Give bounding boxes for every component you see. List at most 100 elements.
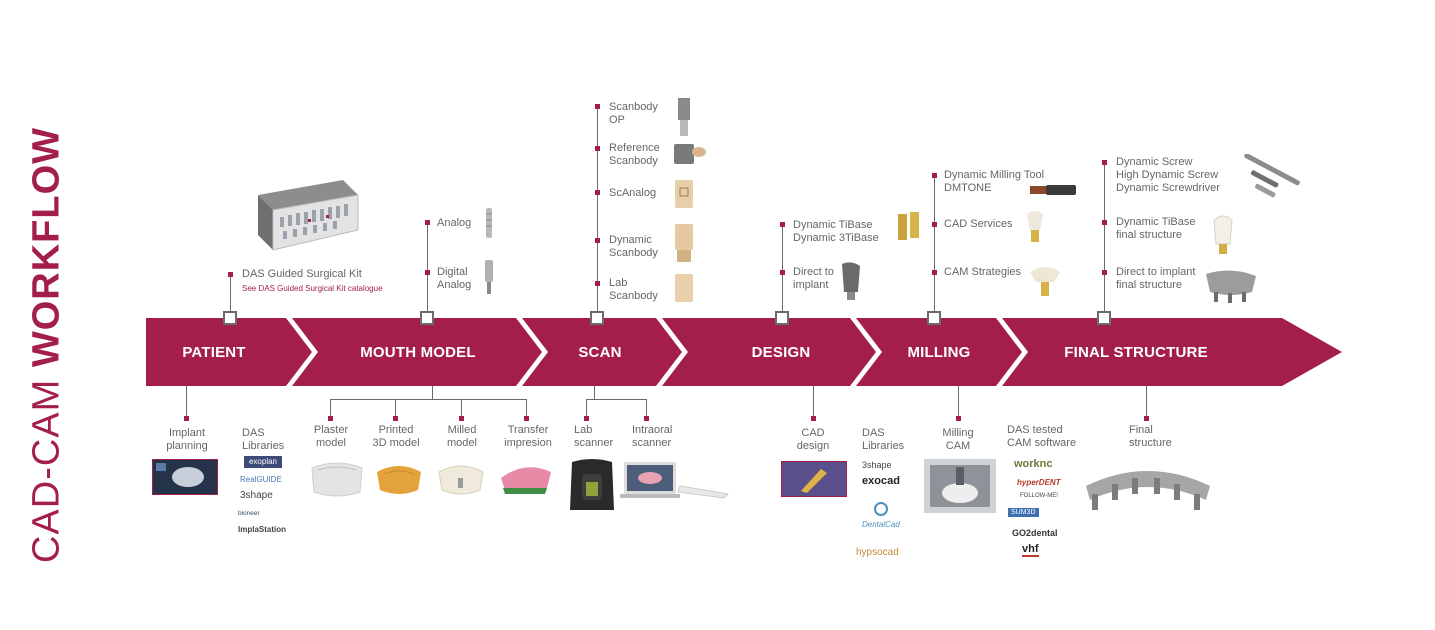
connector-dot — [595, 281, 600, 286]
connector-square — [420, 311, 434, 325]
lab-scanner-image — [570, 459, 614, 510]
connector-line — [461, 399, 462, 418]
stage-design-shape — [742, 318, 876, 386]
connector-dot — [524, 416, 529, 421]
connector-line — [395, 399, 396, 418]
stage-final-shape — [1002, 318, 1342, 386]
connector-line — [1104, 162, 1105, 318]
connector-dot — [932, 270, 937, 275]
plaster-model-image — [311, 462, 363, 497]
tibase-icon — [898, 212, 919, 240]
connector-dot — [184, 416, 189, 421]
surgical-kit-image — [258, 180, 359, 251]
connector-dot — [393, 416, 398, 421]
stage-patient-shape — [146, 318, 312, 386]
dynamic-scanbody-icon — [675, 224, 693, 262]
milled-model-image — [438, 465, 484, 495]
digital-analog-label: Digital Analog — [437, 266, 472, 291]
connector-line — [646, 399, 647, 418]
bioneer-logo: bioneer — [238, 510, 260, 517]
plaster-model-label: Plaster model — [313, 424, 349, 449]
connector-line — [597, 106, 598, 318]
cam-strategies-icon — [1030, 267, 1060, 296]
hypsocad-logo: hypsocad — [856, 547, 899, 558]
connector-line — [432, 386, 433, 399]
cam-software-label: DAS tested CAM software — [1007, 424, 1077, 449]
worknc-logo: worknc — [1014, 458, 1053, 470]
planning-screen-image — [152, 459, 218, 495]
stage-label-final-structure: FINAL STRUCTURE — [1064, 344, 1208, 361]
connector-dot — [328, 416, 333, 421]
connector-dot — [1102, 220, 1107, 225]
connector-dot — [932, 222, 937, 227]
stage-label-patient: PATIENT — [182, 344, 246, 361]
dentalcad-logo: DentalCad — [862, 520, 900, 529]
digital-analog-icon — [485, 260, 493, 294]
follow-me-logo: FOLLOW-ME! — [1020, 493, 1058, 499]
printed-model-label: Printed 3D model — [372, 424, 420, 449]
connector-line — [813, 386, 814, 418]
scanalog-icon — [675, 180, 693, 208]
tibase-label: Dynamic TiBase Dynamic 3TiBase — [793, 219, 879, 244]
connector-square — [927, 311, 941, 325]
connector-dot — [956, 416, 961, 421]
printed-model-image — [377, 466, 421, 494]
connector-branch — [330, 399, 526, 400]
connector-line — [594, 386, 595, 399]
connector-dot — [1102, 160, 1107, 165]
connector-line — [330, 399, 331, 418]
connector-dot — [228, 272, 233, 277]
connector-square — [223, 311, 237, 325]
cad-services-label: CAD Services — [944, 218, 1013, 230]
connector-line — [958, 386, 959, 418]
analog-label: Analog — [437, 217, 472, 229]
lab-scanbody-label: Lab Scanbody — [609, 277, 658, 302]
scanbody-op-label: Scanbody OP — [609, 101, 658, 126]
final-structure-image — [1086, 471, 1210, 510]
cad-services-icon — [1027, 211, 1043, 242]
das-libraries-label: DAS Libraries — [242, 427, 285, 452]
exoplan-logo: exoplan — [244, 456, 282, 468]
implant-planning-label: Implant planning — [166, 427, 208, 452]
direct-implant-icon — [842, 262, 860, 300]
3shape-logo: 3shape — [240, 490, 273, 501]
3shape-design-logo: 3shape — [862, 460, 892, 470]
cam-strategies-label: CAM Strategies — [944, 266, 1022, 278]
lab-scanbody-icon — [675, 274, 693, 302]
final-structure-label: Final structure — [1129, 424, 1172, 449]
connector-line — [934, 175, 935, 318]
connector-dot — [780, 270, 785, 275]
connector-dot — [1144, 416, 1149, 421]
surgical-kit-sub: See DAS Guided Surgical Kit catalogue — [242, 284, 383, 293]
tibase-final-label: Dynamic TiBase final structure — [1116, 216, 1196, 241]
scanalog-label: ScAnalog — [609, 187, 657, 199]
connector-line — [186, 386, 187, 418]
connector-dot — [595, 104, 600, 109]
vhf-logo: vhf — [1022, 543, 1039, 557]
connector-dot — [595, 146, 600, 151]
milling-cam-image — [924, 459, 996, 513]
connector-square — [775, 311, 789, 325]
connector-dot — [595, 190, 600, 195]
direct-final-label: Direct to implant final structure — [1116, 266, 1196, 291]
reference-scanbody-icon — [674, 144, 706, 164]
hyperdent-logo: hyperDENT — [1017, 478, 1061, 487]
connector-dot — [584, 416, 589, 421]
connector-branch — [586, 399, 646, 400]
intraoral-scanner-image — [620, 462, 730, 499]
milling-cam-label: Milling CAM — [942, 427, 974, 452]
connector-dot — [932, 173, 937, 178]
stage-label-mouth-model: MOUTH MODEL — [360, 344, 476, 361]
cad-design-label: CAD design — [796, 427, 830, 452]
transfer-impresion-image — [501, 467, 551, 494]
implastation-logo: ImplaStation — [238, 525, 287, 534]
connector-dot — [425, 270, 430, 275]
stage-milling-shape — [856, 318, 1022, 386]
stage-label-scan: SCAN — [578, 344, 622, 361]
connector-dot — [595, 238, 600, 243]
milling-tool-icon — [1030, 185, 1076, 195]
milling-tool-label: Dynamic Milling Tool DMTONE — [944, 169, 1045, 194]
connector-line — [1146, 386, 1147, 418]
exocad-logo: exocad — [862, 475, 900, 487]
